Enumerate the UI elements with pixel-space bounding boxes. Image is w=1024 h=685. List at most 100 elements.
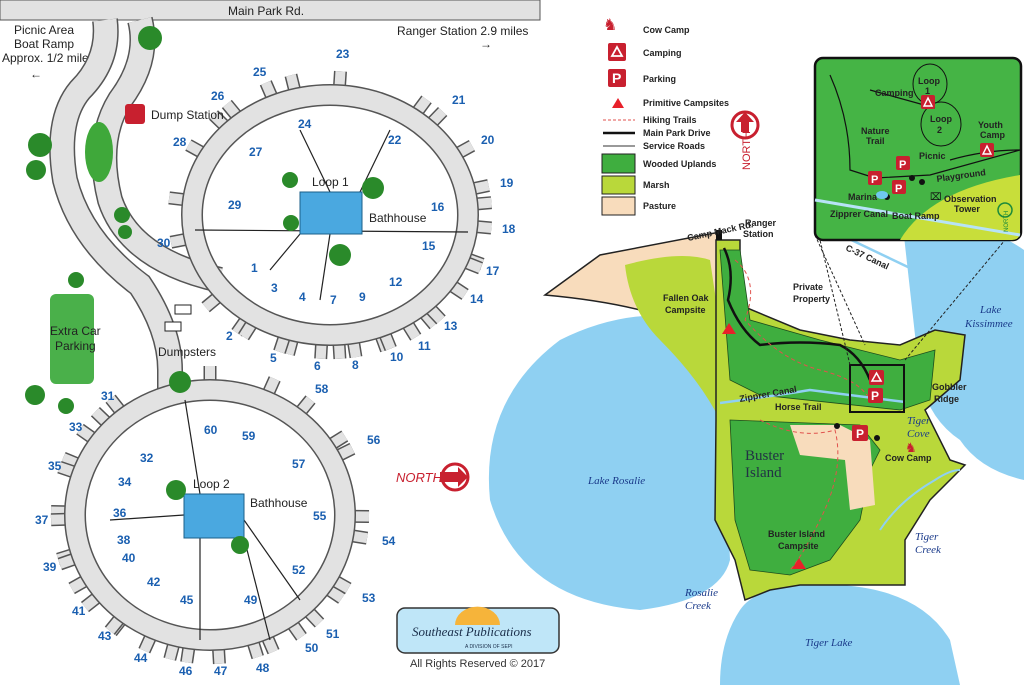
campsite-number[interactable]: 37	[35, 513, 49, 527]
campsite-number[interactable]: 43	[98, 629, 112, 643]
campsite-number[interactable]: 22	[388, 133, 402, 147]
campsite-number[interactable]: 10	[390, 350, 404, 364]
loop1-bathhouse	[299, 191, 363, 235]
marsh-legend-swatch	[601, 175, 636, 195]
campsite-number[interactable]: 38	[117, 533, 131, 547]
campsite-number[interactable]: 5	[270, 351, 277, 365]
campsite-number[interactable]: 4	[299, 290, 306, 304]
campsite-number[interactable]: 59	[242, 429, 256, 443]
campsite-number[interactable]: 57	[292, 457, 306, 471]
campsite-number[interactable]: 33	[69, 420, 83, 434]
campsite-number[interactable]: 7	[330, 293, 337, 307]
campsite-number[interactable]: 25	[253, 65, 267, 79]
campsite-number[interactable]: 27	[249, 145, 263, 159]
campsite-number[interactable]: 15	[422, 239, 436, 253]
inset-loop1-num: 1	[925, 86, 930, 96]
private-property-line	[814, 234, 1006, 361]
campsite-number[interactable]: 60	[204, 423, 218, 437]
campsite-number[interactable]: 41	[72, 604, 86, 618]
campsite-number[interactable]: 54	[382, 534, 396, 548]
horse-trail-marker	[834, 423, 840, 429]
ranger-station-distance-label: Ranger Station 2.9 miles	[397, 24, 528, 38]
campsite-number[interactable]: 18	[502, 222, 516, 236]
campsite-number[interactable]: 12	[389, 275, 403, 289]
campsite-number[interactable]: 51	[326, 627, 340, 641]
parking-legend-icon	[608, 69, 626, 87]
campsite-number[interactable]: 30	[157, 236, 171, 250]
campsite-number[interactable]: 35	[48, 459, 62, 473]
campsite-number[interactable]: 32	[140, 451, 154, 465]
campsite-number[interactable]: 2	[226, 329, 233, 343]
campsite-number[interactable]: 3	[271, 281, 278, 295]
campsite-number[interactable]: 31	[101, 389, 115, 403]
inset-marina-label: Marina	[848, 192, 878, 202]
lake-kissimmee-label-2: Kissimmee	[964, 318, 1013, 330]
publisher-name: Southeast Publications	[412, 624, 532, 639]
arrow-right-icon: →	[480, 37, 492, 51]
campsite-number[interactable]: 29	[228, 198, 242, 212]
lake-rosalie-label: Lake Rosalie	[587, 475, 645, 487]
camping-icon-glyph	[870, 371, 883, 382]
campsite-number[interactable]: 23	[336, 47, 350, 61]
fallen-oak-campsite-icon	[722, 323, 736, 334]
campsite-number[interactable]: 50	[305, 641, 319, 655]
campsite-number[interactable]: 36	[113, 506, 127, 520]
campsite-number[interactable]: 34	[118, 475, 132, 489]
gobbler-ridge-label: Gobbler	[932, 382, 967, 392]
median-island	[85, 122, 113, 182]
campsite-number[interactable]: 1	[251, 261, 258, 275]
campsite-number[interactable]: 53	[362, 591, 376, 605]
campsite-number[interactable]: 16	[431, 200, 445, 214]
campsite-number[interactable]: 46	[179, 664, 193, 678]
arrow-left-icon: ←	[30, 67, 42, 81]
campsite-number[interactable]: 55	[313, 509, 327, 523]
campsite-number[interactable]: 24	[298, 117, 312, 131]
tiger-cove-label-2: Cove	[907, 428, 930, 440]
inset-observation-tower-label: Observation	[944, 194, 997, 204]
campsite-number[interactable]: 28	[173, 135, 187, 149]
zipprer-canal	[719, 388, 906, 405]
campsite-number[interactable]: 52	[292, 563, 306, 577]
campsite-number[interactable]: 20	[481, 133, 495, 147]
campsite-number[interactable]: 19	[500, 176, 514, 190]
inset-loop2-label: Loop	[930, 114, 952, 124]
campsite-number[interactable]: 17	[486, 264, 500, 278]
legend-camping: Camping	[643, 48, 682, 58]
copyright-text: All Rights Reserved © 2017	[410, 658, 545, 670]
campsite-number[interactable]: 14	[470, 292, 484, 306]
campsite-number[interactable]: 9	[359, 290, 366, 304]
inset-nature-trail-label-2: Trail	[866, 136, 885, 146]
loop2-road	[65, 380, 355, 650]
campsite-number[interactable]: 39	[43, 560, 57, 574]
buster-campsite-label-2: Campsite	[778, 541, 819, 551]
svg-text:P: P	[895, 183, 902, 195]
campsite-number[interactable]: 6	[314, 359, 321, 373]
inset-youth-camp-label: Youth	[978, 120, 1003, 130]
private-property-label-2: Property	[793, 294, 830, 304]
campsite-number[interactable]: 8	[352, 358, 359, 372]
campsite-number[interactable]: 58	[315, 382, 329, 396]
campsite-number[interactable]: 45	[180, 593, 194, 607]
campsite-number[interactable]: 13	[444, 319, 458, 333]
campsite-number[interactable]: 56	[367, 433, 381, 447]
service-road	[109, 514, 185, 521]
inset-north-label: NORTH	[1004, 211, 1010, 232]
loop2-bathhouse-label: Bathhouse	[250, 496, 308, 510]
campsite-number[interactable]: 26	[211, 89, 225, 103]
campsite-number[interactable]: 48	[256, 661, 270, 675]
campsite-number[interactable]: 11	[418, 339, 431, 353]
campsite-number[interactable]: 47	[214, 664, 228, 678]
service-road	[269, 233, 301, 271]
boat-ramp-label: Boat Ramp	[14, 37, 74, 51]
legend-wooded-uplands: Wooded Uplands	[643, 159, 716, 169]
campsite-number[interactable]: 42	[147, 575, 161, 589]
campsite-number[interactable]: 49	[244, 593, 258, 607]
campsite-number[interactable]: 21	[452, 93, 466, 107]
wooded-legend-swatch	[601, 153, 636, 174]
campsite-number[interactable]: 40	[122, 551, 136, 565]
hiking-trails	[734, 259, 871, 571]
inset-loop2-num: 2	[937, 125, 942, 135]
campsite-number[interactable]: 44	[134, 651, 148, 665]
dumpster-icon	[174, 304, 192, 315]
